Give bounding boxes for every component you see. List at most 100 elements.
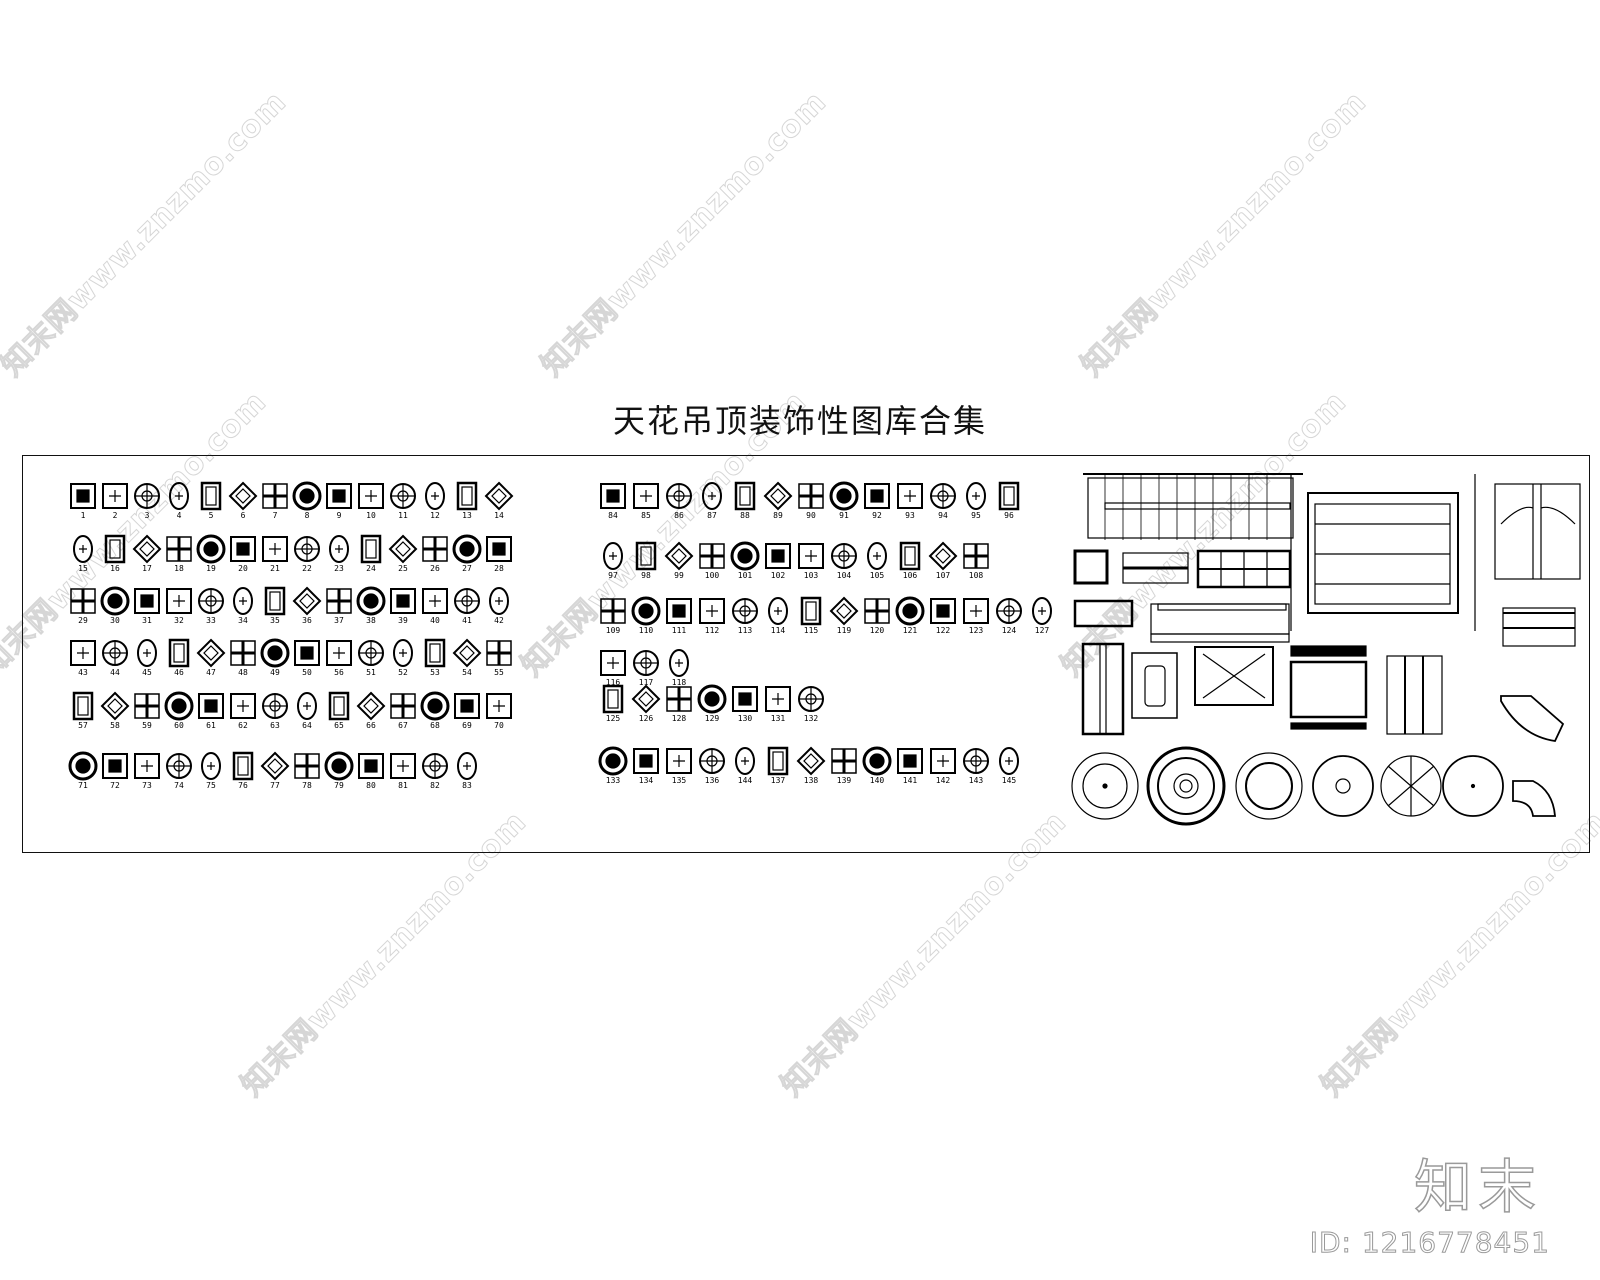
ceiling-symbol-icon: [600, 483, 626, 509]
ceiling-symbol-icon: [68, 751, 98, 781]
ceiling-symbol-icon: [264, 586, 286, 616]
ceiling-symbol: 113: [730, 596, 760, 635]
ceiling-symbol: 5: [196, 481, 226, 520]
ceiling-symbol: 41: [452, 586, 482, 625]
symbol-number: 54: [462, 668, 472, 677]
ceiling-symbol-icon: [262, 693, 288, 719]
ceiling-symbol-icon: [963, 543, 989, 569]
symbol-number: 100: [704, 571, 720, 580]
ceiling-symbol-icon: [864, 483, 890, 509]
symbol-number: 102: [770, 571, 786, 580]
ceiling-symbol: 13: [452, 481, 482, 520]
symbol-number: 112: [704, 626, 720, 635]
ceiling-symbol-icon: [768, 597, 788, 625]
ceiling-symbol-icon: [454, 588, 480, 614]
symbol-number: 109: [605, 626, 621, 635]
symbol-number: 96: [1004, 511, 1014, 520]
ceiling-symbol: 120: [862, 596, 892, 635]
symbol-number: 30: [110, 616, 120, 625]
ceiling-symbol-icon: [930, 748, 956, 774]
ceiling-symbol: 123: [961, 596, 991, 635]
ceiling-symbol: 25: [388, 534, 418, 573]
symbol-number: 69: [462, 721, 472, 730]
ceiling-symbol: 74: [164, 751, 194, 790]
symbol-number: 40: [430, 616, 440, 625]
watermark: 知末网www.znzmo.com: [0, 84, 294, 384]
symbol-number: 36: [302, 616, 312, 625]
symbol-number: 141: [902, 776, 918, 785]
symbol-number: 51: [366, 668, 376, 677]
symbol-number: 33: [206, 616, 216, 625]
ceiling-symbol: 118: [664, 648, 694, 687]
ceiling-symbol-icon: [230, 536, 256, 562]
ceiling-symbol: 22: [292, 534, 322, 573]
ceiling-symbol-icon: [422, 588, 448, 614]
ceiling-symbol-icon: [635, 541, 657, 571]
symbol-number: 58: [110, 721, 120, 730]
ceiling-symbol-icon: [390, 753, 416, 779]
ceiling-symbol: 47: [196, 638, 226, 677]
ceiling-symbol-icon: [996, 598, 1022, 624]
symbol-number: 17: [142, 564, 152, 573]
ceiling-symbol-icon: [603, 542, 623, 570]
ceiling-symbol: 105: [862, 541, 892, 580]
ceiling-symbol: 97: [598, 541, 628, 580]
ceiling-symbol-icon: [867, 542, 887, 570]
symbol-number: 71: [78, 781, 88, 790]
ceiling-symbol: 3: [132, 481, 162, 520]
ceiling-symbol: 15: [68, 534, 98, 573]
ceiling-symbol-icon: [294, 536, 320, 562]
page-title: 天花吊顶装饰性图库合集: [612, 402, 987, 440]
ceiling-symbol: 7: [260, 481, 290, 520]
symbol-number: 16: [110, 564, 120, 573]
ceiling-symbol: 14: [484, 481, 514, 520]
ceiling-symbol: 33: [196, 586, 226, 625]
ceiling-symbol-icon: [102, 483, 128, 509]
ceiling-symbol-icon: [489, 587, 509, 615]
ceiling-symbol: 80: [356, 751, 386, 790]
symbol-number: 55: [494, 668, 504, 677]
symbol-number: 2: [112, 511, 118, 520]
symbol-number: 84: [608, 511, 618, 520]
ceiling-symbol-icon: [196, 638, 226, 668]
ceiling-symbol: 12: [420, 481, 450, 520]
symbol-number: 14: [494, 511, 504, 520]
ceiling-symbol-icon: [388, 534, 418, 564]
symbol-number: 80: [366, 781, 376, 790]
ceiling-symbol-icon: [456, 481, 478, 511]
ceiling-symbol-icon: [457, 752, 477, 780]
ceiling-symbol-icon: [424, 638, 446, 668]
ceiling-symbol: 45: [132, 638, 162, 677]
symbol-number: 23: [334, 564, 344, 573]
symbol-number: 133: [605, 776, 621, 785]
ceiling-symbol-icon: [420, 691, 450, 721]
ceiling-symbol-icon: [730, 541, 760, 571]
ceiling-symbol-icon: [134, 483, 160, 509]
ceiling-symbol-icon: [798, 543, 824, 569]
symbol-number: 118: [671, 678, 687, 687]
symbol-number: 27: [462, 564, 472, 573]
ceiling-symbol-icon: [631, 684, 661, 714]
ceiling-symbol-icon: [999, 747, 1019, 775]
ceiling-symbol-icon: [798, 483, 824, 509]
symbol-number: 45: [142, 668, 152, 677]
ceiling-symbol-icon: [735, 747, 755, 775]
watermark: 知末网www.znzmo.com: [1074, 84, 1374, 384]
ceiling-symbol: 46: [164, 638, 194, 677]
ceiling-symbol: 72: [100, 751, 130, 790]
symbol-number: 61: [206, 721, 216, 730]
symbol-number: 46: [174, 668, 184, 677]
ceiling-symbol: 102: [763, 541, 793, 580]
symbol-number: 127: [1034, 626, 1050, 635]
ceiling-symbol: 143: [961, 746, 991, 785]
symbol-number: 105: [869, 571, 885, 580]
symbol-number: 11: [398, 511, 408, 520]
ceiling-symbol-icon: [390, 693, 416, 719]
ceiling-symbol-icon: [928, 541, 958, 571]
symbol-number: 140: [869, 776, 885, 785]
ceiling-symbol-icon: [422, 536, 448, 562]
ceiling-symbol: 6: [228, 481, 258, 520]
ceiling-symbol: 92: [862, 481, 892, 520]
